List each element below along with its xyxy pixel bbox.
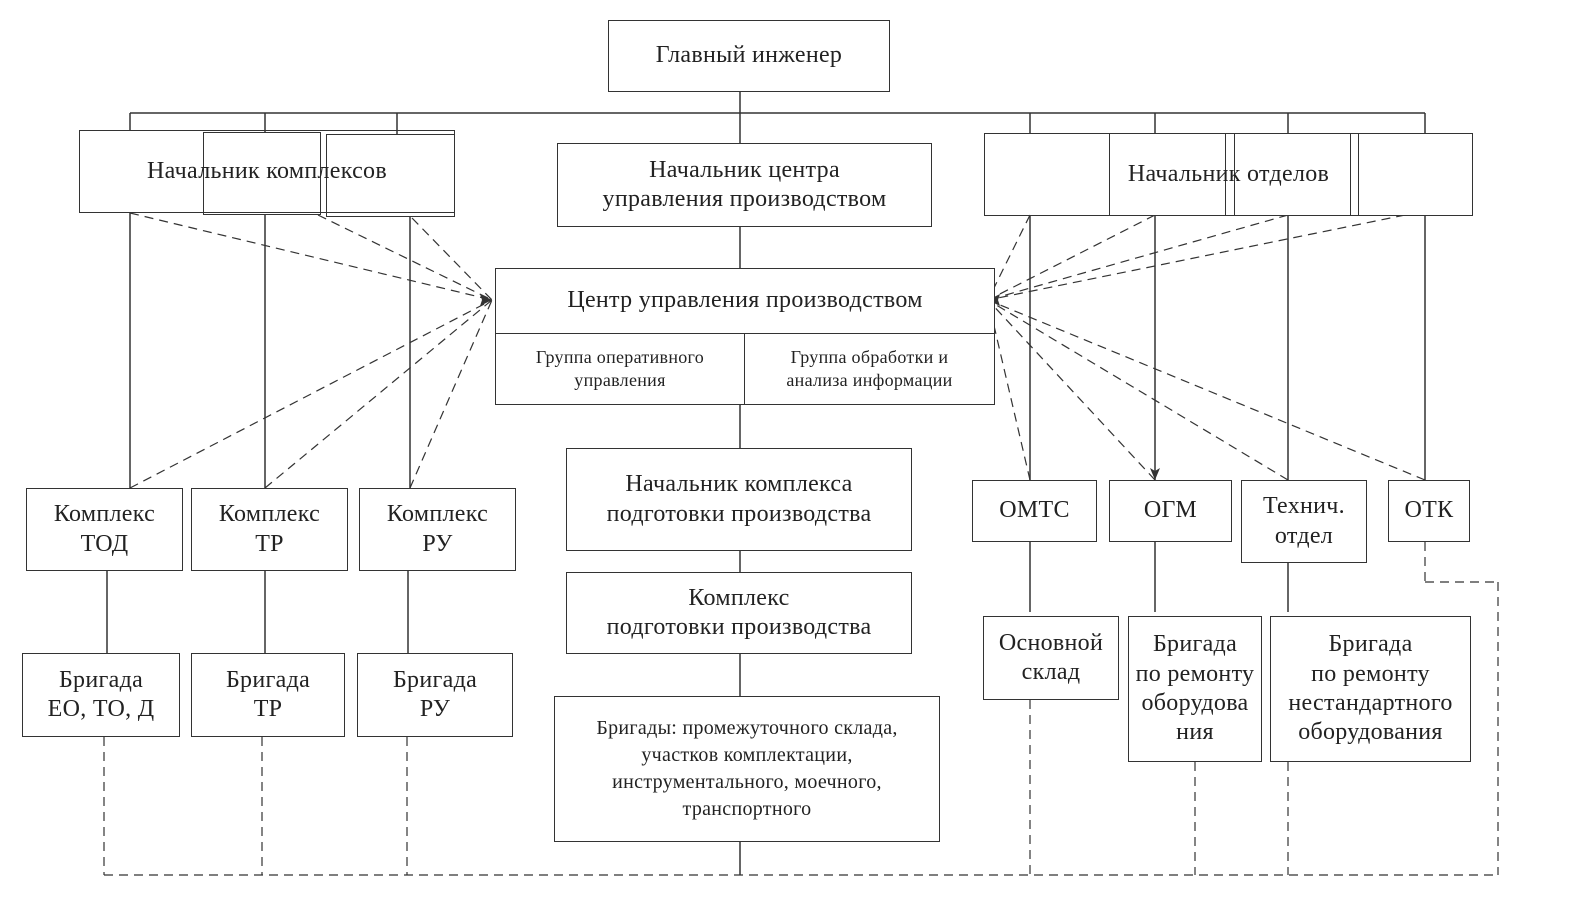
group-operational-box: Группа оперативного управления	[495, 333, 745, 405]
dashed-connector	[129, 212, 493, 301]
group-processing-box: Группа обработки и анализа информации	[744, 333, 995, 405]
dashed-connector	[264, 299, 493, 489]
dashed-connector	[987, 299, 1031, 481]
otk-box: ОТК	[1388, 480, 1470, 542]
brigades-prep-box: Бригады: промежуточного склада, участков…	[554, 696, 940, 842]
brigade-tr-box: Бригада ТР	[191, 653, 345, 737]
main-warehouse-box: Основной склад	[983, 616, 1119, 700]
head-pcc-box: Начальник центра управления производство…	[557, 143, 932, 227]
arrowhead-left	[480, 294, 492, 306]
head-complexes-box: Начальник комплексов	[79, 130, 455, 213]
chief-engineer-box: Главный инженер	[608, 20, 890, 92]
head-departments-stack-back1	[1109, 133, 1226, 216]
prep-complex-box: Комплекс подготовки производства	[566, 572, 912, 654]
head-prep-complex-box: Начальник комплекса подготовки производс…	[566, 448, 912, 551]
dashed-connector	[987, 214, 1289, 301]
dashed-connector	[987, 299, 1156, 481]
brigade-repair-box: Бригада по ремонту оборудова ния	[1128, 616, 1262, 762]
tech-dept-box: Технич. отдел	[1241, 480, 1367, 563]
dashed-connector	[987, 299, 1289, 481]
omts-box: ОМТС	[972, 480, 1097, 542]
head-departments-box: Начальник отделов	[984, 133, 1473, 216]
arrowhead-down	[1150, 468, 1160, 480]
head-complexes-stack-back1	[203, 132, 321, 215]
dashed-connector	[987, 214, 1031, 301]
complex-ru-box: Комплекс РУ	[359, 488, 516, 571]
dashed-connector	[987, 214, 1156, 301]
brigade-ru-box: Бригада РУ	[357, 653, 513, 737]
brigade-nonstd-box: Бригада по ремонту нестандартного оборуд…	[1270, 616, 1471, 762]
complex-tod-box: Комплекс ТОД	[26, 488, 183, 571]
dashed-connector	[987, 299, 1426, 481]
dashed-connector	[411, 217, 493, 301]
dashed-connector	[987, 214, 1406, 301]
dashed-connector	[409, 299, 493, 489]
ogm-box: ОГМ	[1109, 480, 1232, 542]
head-complexes-stack-back2	[326, 134, 455, 217]
pcc-box: Центр управления производством	[495, 268, 995, 333]
brigade-eo-box: Бригада ЕО, ТО, Д	[22, 653, 180, 737]
dashed-connector	[129, 299, 493, 489]
complex-tr-box: Комплекс ТР	[191, 488, 348, 571]
dashed-connector	[317, 214, 493, 301]
